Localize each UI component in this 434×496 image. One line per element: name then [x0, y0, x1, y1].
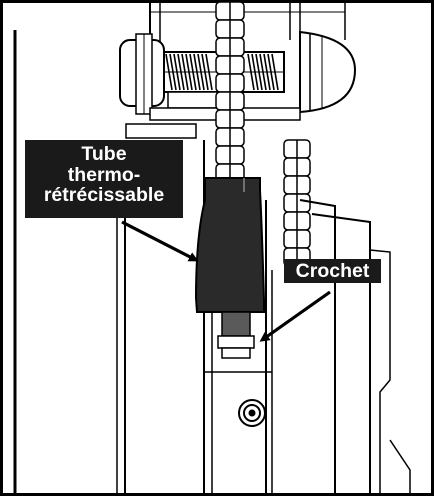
carriage-rails — [203, 140, 273, 494]
callout-tube-line-1: Tube — [81, 143, 127, 165]
hook — [217, 311, 255, 359]
chain — [215, 1, 245, 201]
callout-hook-label: Crochet — [295, 260, 370, 282]
tube-leader-arrow — [121, 220, 199, 262]
callout-tube-line-3: rétrécissable — [43, 184, 165, 207]
heat-shrink-tube — [194, 177, 265, 313]
right-pulley — [299, 30, 357, 114]
secondary-chain — [283, 139, 311, 267]
bolt — [238, 399, 266, 427]
callout-tube-line-2: thermo- — [67, 163, 141, 186]
right-housing-plate — [299, 199, 411, 494]
hook-leader-arrow — [259, 290, 331, 342]
hook-callout: Crochet — [284, 259, 381, 283]
left-housing-plate — [13, 30, 126, 494]
left-pulley — [119, 33, 165, 115]
heat-shrink-tube-callout: Tube thermo- rétrécissable — [25, 140, 183, 218]
